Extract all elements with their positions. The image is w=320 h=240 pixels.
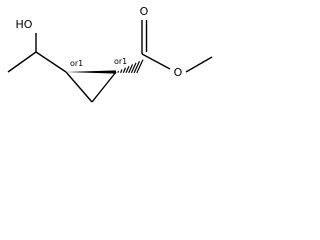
wedge-bond-ring-top [66,70,116,74]
stereo-label-left: or1 [70,59,83,68]
bond-carbon-ester-oxygen [141,53,171,70]
bond-ring-left [65,71,93,103]
hydroxyl-label: HO [16,18,33,31]
carbonyl-oxygen-label: O [140,5,149,18]
hashed-wedge-bond [117,59,144,74]
bond-methyl-chain [7,51,37,73]
ester-oxygen-label: O [174,66,183,79]
stereo-label-right: or1 [114,57,127,66]
chemical-structure: HO O O or1 or1 [7,5,213,103]
bond-chain-to-ring [35,51,67,73]
bond-ester-oxygen-methyl [185,56,213,73]
bond-ring-right [91,71,117,103]
